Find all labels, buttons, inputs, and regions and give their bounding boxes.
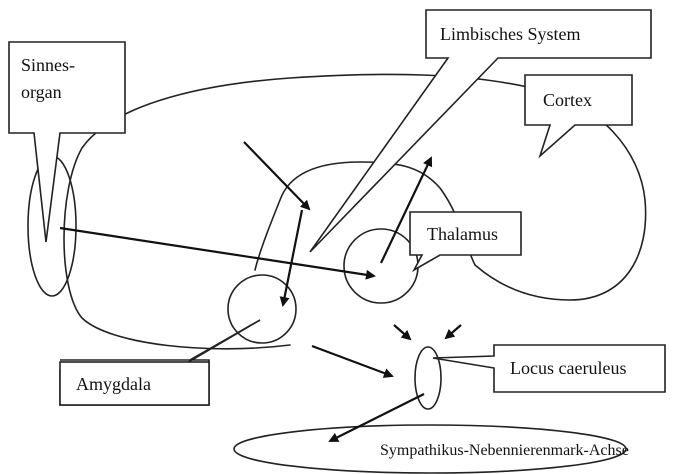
label-limbisches-system: Limbisches System <box>440 24 581 44</box>
callout-cortex <box>525 75 632 156</box>
arrow-locus-to-sympathikus <box>330 394 424 441</box>
label-locus-caeruleus: Locus caeruleus <box>510 358 626 378</box>
label-sinnesorgan-line1: Sinnes- <box>21 55 75 75</box>
arrow-to-locus <box>312 346 392 376</box>
label-amygdala: Amygdala <box>76 374 151 394</box>
arrow-to-amygdala <box>283 210 302 305</box>
thalamus-shape <box>344 229 418 303</box>
label-cortex: Cortex <box>543 90 592 110</box>
arrow-small-left <box>394 325 410 339</box>
locus-caeruleus-shape <box>415 347 441 409</box>
label-sinnesorgan-line2: organ <box>21 82 62 102</box>
label-sympathikus: Sympathikus-Nebennierenmark-Achse <box>380 442 629 459</box>
arrow-small-right <box>446 325 461 338</box>
label-thalamus: Thalamus <box>427 224 498 244</box>
